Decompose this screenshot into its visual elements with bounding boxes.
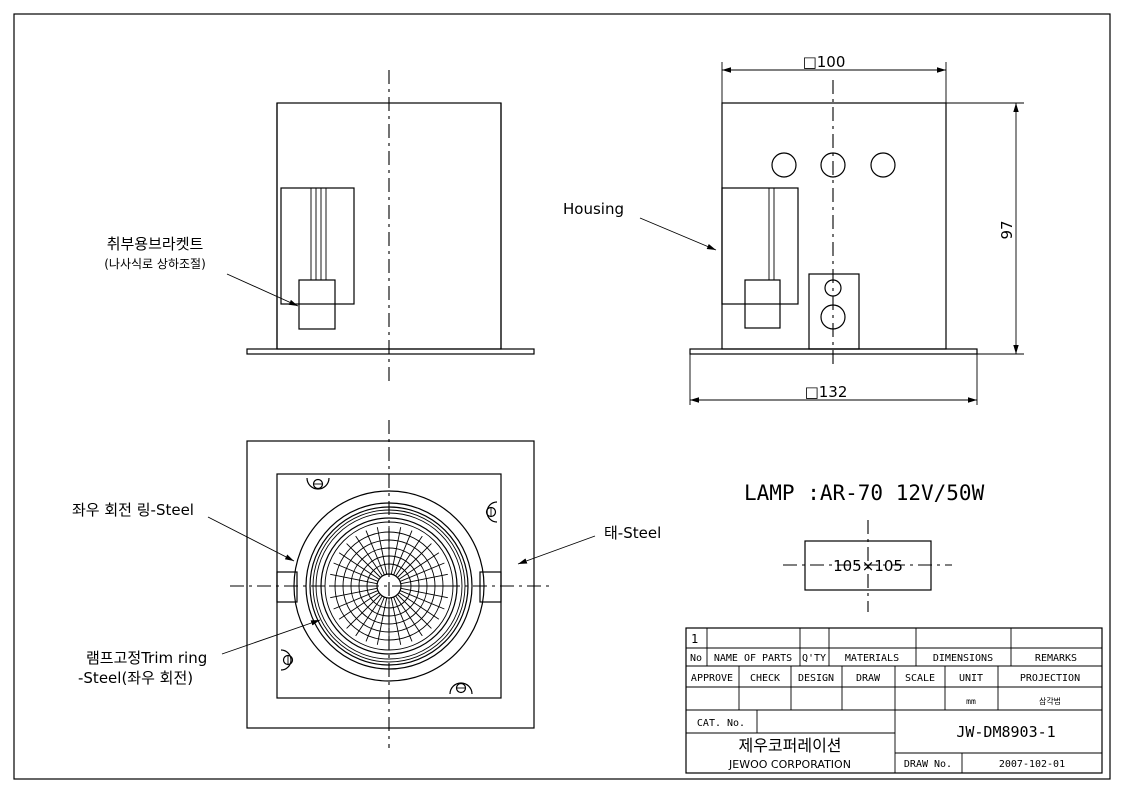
unit-label: UNIT — [959, 673, 983, 684]
dim-top-width: □100 — [803, 53, 846, 71]
bracket-label: 취부용브라켓트 — [107, 235, 204, 253]
screw-icon — [449, 682, 473, 695]
screw-icon — [485, 501, 498, 523]
draw-no-value: 2007-102-01 — [999, 759, 1065, 770]
projection-label: PROJECTION — [1020, 673, 1080, 684]
side-view — [689, 62, 1024, 405]
drawing-border — [13, 13, 1111, 780]
company-english: JEWOO CORPORATION — [728, 758, 851, 771]
lamp-spec: LAMP :AR-70 12V/50W — [744, 481, 985, 505]
title-block — [685, 627, 1103, 774]
screw-icon — [306, 477, 330, 490]
ring-rotate-label: 좌우 회전 링-Steel — [72, 501, 194, 519]
cutout-symbol — [783, 520, 952, 612]
screw-icon — [280, 649, 294, 671]
tae-label: 태-Steel — [604, 524, 661, 542]
draw-label: DRAW — [856, 673, 881, 684]
header-no: No — [690, 653, 702, 664]
dim-height: 97 — [998, 220, 1016, 239]
dim-bottom-width: □132 — [805, 383, 848, 401]
design-label: DESIGN — [798, 673, 834, 684]
header-dimensions: DIMENSIONS — [933, 653, 993, 664]
plan-view — [230, 420, 550, 748]
drawing-number: JW-DM8903-1 — [956, 723, 1055, 741]
header-remarks: REMARKS — [1035, 653, 1077, 664]
bracket — [280, 187, 355, 305]
housing-label: Housing — [563, 200, 624, 218]
header-materials: MATERIALS — [845, 653, 899, 664]
bracket-block — [298, 279, 336, 330]
cutout-size: 105×105 — [833, 557, 903, 575]
projection-value: 삼각법 — [1039, 696, 1061, 706]
trim-ring-note: -Steel(좌우 회전) — [78, 669, 193, 687]
item-number: 1 — [691, 632, 698, 646]
company-korean: 제우코퍼레이션 — [738, 736, 841, 755]
trim-ring-label: 램프고정Trim ring — [86, 649, 207, 667]
cat-no-label: CAT. No. — [697, 718, 745, 729]
unit-value: mm — [966, 697, 976, 706]
header-name-of-parts: NAME OF PARTS — [714, 653, 792, 664]
header-qty: Q'TY — [802, 653, 826, 664]
draw-no-label: DRAW No. — [904, 759, 952, 770]
bracket-note: (나사식로 상하조절) — [104, 257, 206, 271]
front-view — [246, 70, 535, 382]
approve-label: APPROVE — [691, 673, 733, 684]
scale-label: SCALE — [905, 673, 935, 684]
check-label: CHECK — [750, 673, 780, 684]
